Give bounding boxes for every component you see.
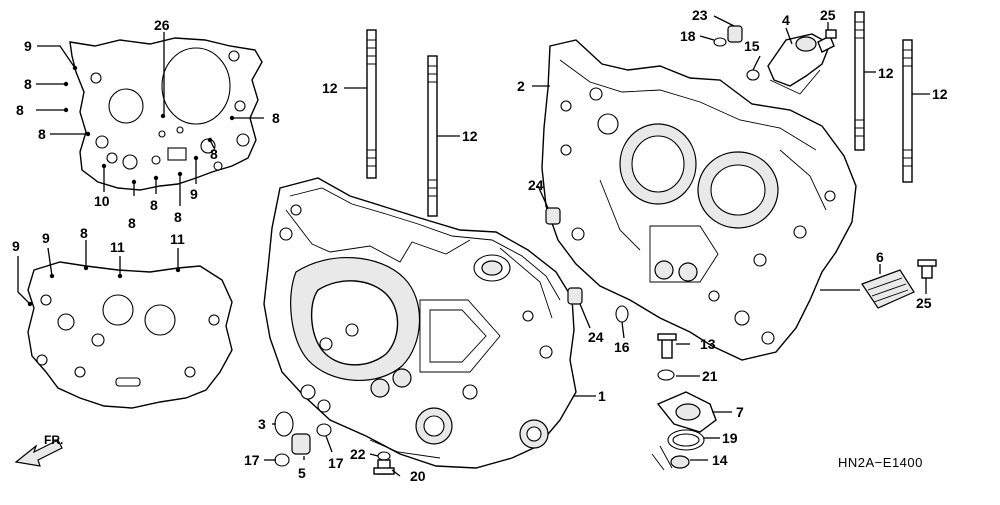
o-ring-17-a	[274, 453, 290, 467]
callout-4: 4	[782, 12, 790, 28]
callout-8: 8	[16, 102, 24, 118]
callout-2: 2	[517, 78, 525, 94]
bolt-25-lower	[917, 259, 937, 279]
o-ring-3	[274, 411, 294, 437]
front-direction-label: FR.	[44, 433, 63, 447]
callout-5: 5	[298, 465, 306, 481]
crankcase-gasket-lower	[27, 261, 233, 409]
callout-15: 15	[744, 38, 760, 54]
breather-joint-4	[767, 33, 831, 95]
callout-18: 18	[680, 28, 696, 44]
callout-11: 11	[170, 231, 185, 247]
callout-8: 8	[272, 110, 280, 126]
callout-9: 9	[24, 38, 32, 54]
callout-12: 12	[462, 128, 478, 144]
callout-20: 20	[410, 468, 426, 484]
o-ring-17-b	[316, 423, 332, 437]
callout-13: 13	[700, 336, 716, 352]
callout-6: 6	[876, 249, 884, 265]
callout-23: 23	[692, 7, 708, 23]
callout-16: 16	[614, 339, 630, 355]
callout-12: 12	[932, 86, 948, 102]
drain-bolt-20	[373, 459, 395, 475]
callout-8: 8	[210, 146, 218, 162]
callout-8: 8	[38, 126, 46, 142]
callout-21: 21	[702, 368, 718, 384]
callout-8: 8	[80, 225, 88, 241]
o-ring-15	[746, 69, 760, 81]
stud-bolt-d	[902, 39, 913, 183]
callout-8: 8	[174, 209, 182, 225]
callout-3: 3	[258, 416, 266, 432]
callout-14: 14	[712, 452, 728, 468]
crankcase-gasket-upper	[63, 37, 263, 191]
dowel-pin-23	[727, 25, 743, 43]
cover-7	[656, 391, 717, 433]
callout-17: 17	[328, 455, 344, 471]
callout-25: 25	[820, 7, 836, 23]
callout-9: 9	[42, 230, 50, 246]
o-ring-18	[713, 37, 727, 47]
callout-9: 9	[12, 238, 20, 254]
callout-24: 24	[588, 329, 604, 345]
plug-5	[291, 433, 311, 455]
callout-8: 8	[150, 197, 158, 213]
callout-8: 8	[128, 215, 136, 231]
front-direction-arrow: FR.	[14, 433, 63, 467]
callout-11: 11	[110, 239, 125, 255]
callout-8: 8	[24, 76, 32, 92]
callout-12: 12	[878, 65, 894, 81]
callout-25: 25	[916, 295, 932, 311]
callout-labels: 9 26 8 8 8 8 8 10 8 8 8 9 9 9 8 11 11 12…	[12, 7, 948, 484]
bolt-13	[657, 333, 677, 359]
stud-bolt-b	[427, 55, 438, 217]
nut-14	[651, 445, 690, 471]
callout-24: 24	[528, 177, 544, 193]
washer-22	[377, 451, 391, 461]
callout-10: 10	[94, 193, 110, 209]
callout-9: 9	[190, 186, 198, 202]
bolt-25-upper	[817, 29, 837, 53]
stud-bolt-a	[366, 29, 377, 179]
dowel-pin-24-left	[567, 287, 583, 305]
washer-21	[657, 369, 675, 381]
plate-6	[861, 269, 915, 309]
diagram-code: HN2A−E1400	[838, 455, 923, 470]
callout-1: 1	[598, 388, 606, 404]
dowel-pin-24-right	[545, 207, 561, 225]
callout-22: 22	[350, 446, 366, 462]
o-ring-19	[667, 429, 705, 451]
callout-26: 26	[154, 17, 170, 33]
callout-12: 12	[322, 80, 338, 96]
stud-bolt-c	[854, 11, 865, 151]
callout-7: 7	[736, 404, 744, 420]
right-crankcase	[541, 39, 857, 361]
o-ring-16	[615, 305, 629, 323]
callout-19: 19	[722, 430, 738, 446]
callout-17: 17	[244, 452, 260, 468]
left-crankcase	[263, 177, 577, 469]
leader-lines	[17, 15, 930, 477]
